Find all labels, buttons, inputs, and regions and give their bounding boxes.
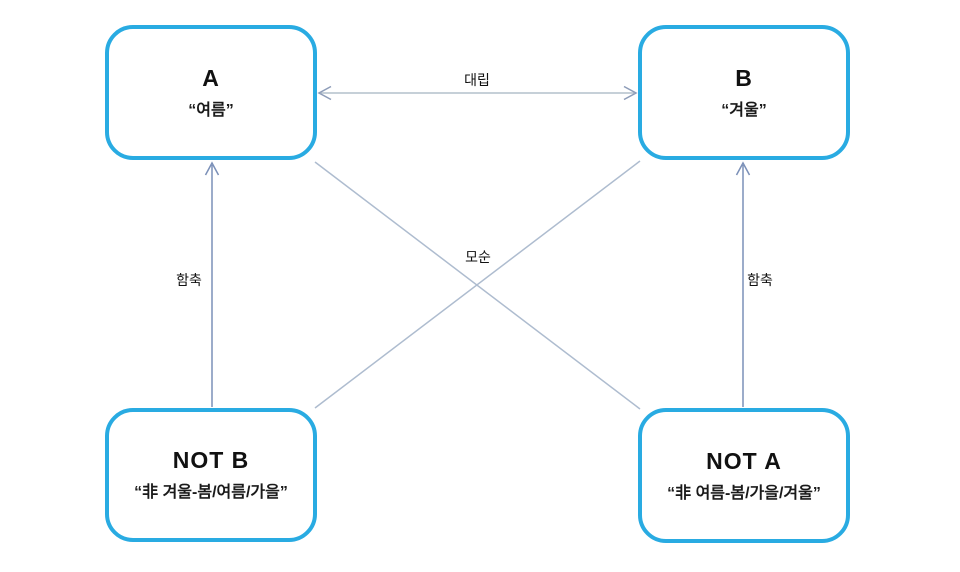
node-a-title: A [202, 64, 220, 91]
arrowhead-right-icon [623, 85, 638, 101]
node-not-a-subtitle: “非 여름-봄/가을/겨울” [667, 484, 821, 502]
node-not-a: NOT A “非 여름-봄/가을/겨울” [638, 408, 850, 543]
arrowhead-left-icon [317, 85, 332, 101]
node-b-subtitle: “겨울” [721, 101, 767, 119]
node-b: B “겨울” [638, 25, 850, 160]
node-not-b: NOT B “非 겨울-봄/여름/가을” [105, 408, 317, 542]
node-b-title: B [735, 64, 753, 91]
node-a: A “여름” [105, 25, 317, 160]
contradiction-line-notb-b [314, 160, 641, 409]
node-not-b-title: NOT B [172, 447, 250, 474]
edge-label-implication-left: 함축 [176, 272, 202, 288]
contradiction-line-a-nota [314, 161, 641, 410]
node-not-b-subtitle: “非 겨울-봄/여름/가을” [134, 484, 288, 502]
node-a-subtitle: “여름” [188, 101, 234, 119]
edge-label-contradiction: 모순 [465, 249, 491, 265]
edge-label-opposition: 대립 [464, 72, 490, 88]
arrowhead-up-right-icon [735, 161, 751, 176]
node-not-a-title: NOT A [706, 447, 782, 474]
edge-label-implication-right: 함축 [747, 272, 773, 288]
arrowhead-up-left-icon [204, 161, 220, 176]
